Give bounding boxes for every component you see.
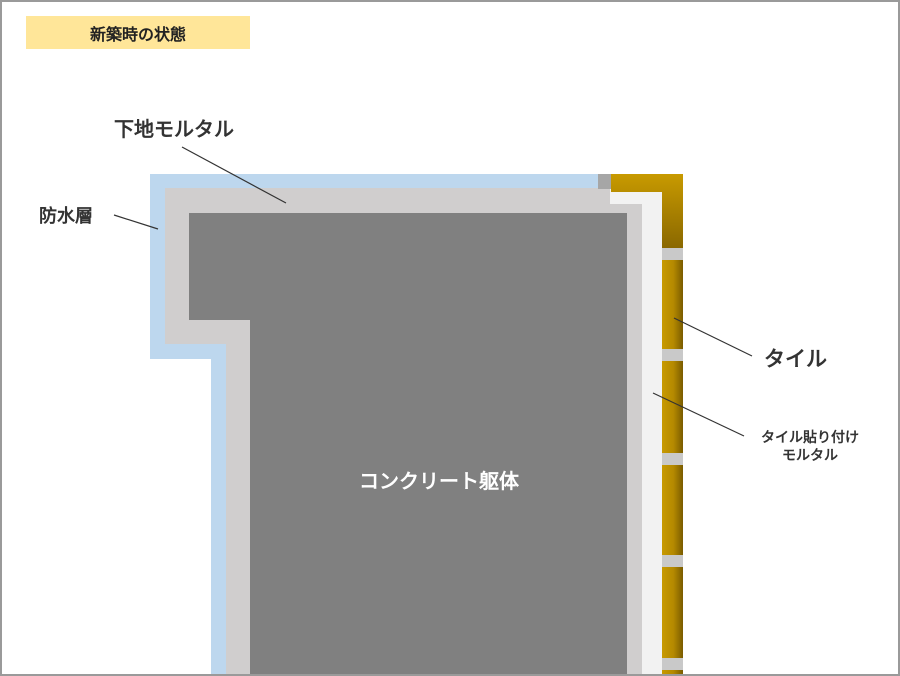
corner-joint-square <box>598 174 611 189</box>
tile-block <box>662 361 683 453</box>
tile-joint <box>662 555 683 567</box>
tile-block <box>662 260 683 349</box>
leader-line-waterproof <box>113 214 159 230</box>
tile-block <box>662 465 683 555</box>
leader-line-base-mortar <box>181 146 287 204</box>
concrete-body <box>189 213 627 674</box>
leader-line-tile <box>673 317 753 357</box>
label-tile: タイル <box>764 347 827 371</box>
tile-joint <box>662 349 683 361</box>
label-waterproof-layer: 防水層 <box>39 205 93 227</box>
label-base-mortar: 下地モルタル <box>114 117 234 141</box>
label-tile-adhesive-line1: タイル貼り付け <box>761 429 859 446</box>
corner-tile <box>611 174 683 248</box>
tile-joint <box>662 248 683 260</box>
tile-adhesive-mortar <box>642 198 662 674</box>
tile-joint <box>662 453 683 465</box>
page-title: 新築時の状態 <box>26 16 250 49</box>
label-concrete-body: コンクリート躯体 <box>359 469 520 493</box>
label-tile-adhesive-line2: モルタル <box>782 448 838 464</box>
tile-block <box>662 670 683 674</box>
tile-block <box>662 567 683 658</box>
tile-joint <box>662 658 683 670</box>
leader-line-tile-adhesive <box>652 392 745 437</box>
